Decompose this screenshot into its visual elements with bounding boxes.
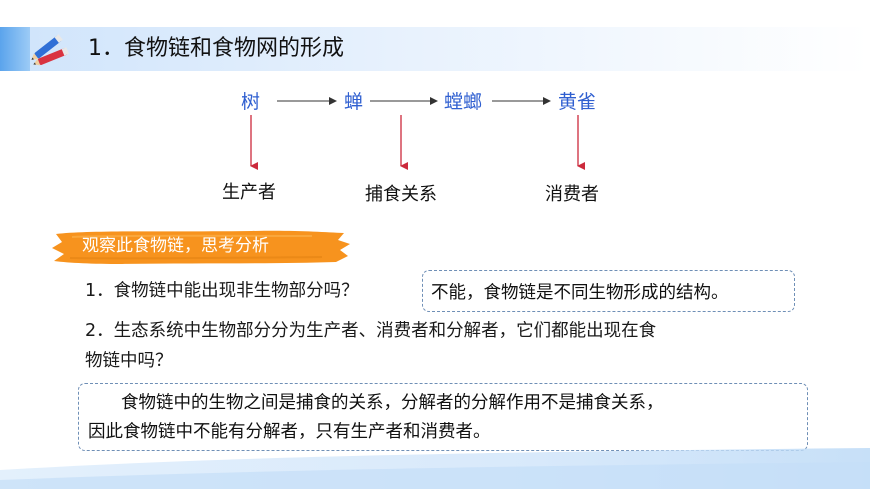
banner-text: 观察此食物链，思考分析 [82,236,269,256]
chain-node-oriole: 黄雀 [558,91,597,113]
answer-2-box [78,383,808,451]
question-2-line-1: 2．生态系统中生物部分分为生产者、消费者和分解者，它们都能出现在食 [85,321,657,341]
brush-banner [52,230,350,264]
answer-1-box [422,270,795,312]
pencil-icon [31,34,69,66]
question-2-line-2: 物链中吗？ [85,351,173,371]
chain-node-mantis: 螳螂 [444,91,483,113]
chain-node-cicada: 蝉 [344,91,364,113]
question-1: 1．食物链中能出现非生物部分吗？ [85,281,359,301]
role-consumer: 消费者 [545,184,599,205]
title-banner [0,27,870,71]
role-producer: 生产者 [222,182,276,203]
role-predation: 捕食关系 [365,184,437,205]
answer-1: 不能，食物链是不同生物形成的结构。 [431,283,729,303]
page-title: 1．食物链和食物网的形成 [88,36,344,61]
title-accent [0,27,30,71]
chain-node-tree: 树 [241,91,261,113]
chain-arrows [250,97,585,170]
bottom-wave [0,448,870,489]
answer-2-line-1: 食物链中的生物之间是捕食的关系，分解者的分解作用不是捕食关系， [121,393,664,413]
answer-2-line-2: 因此食物链中不能有分解者，只有生产者和消费者。 [88,422,491,442]
